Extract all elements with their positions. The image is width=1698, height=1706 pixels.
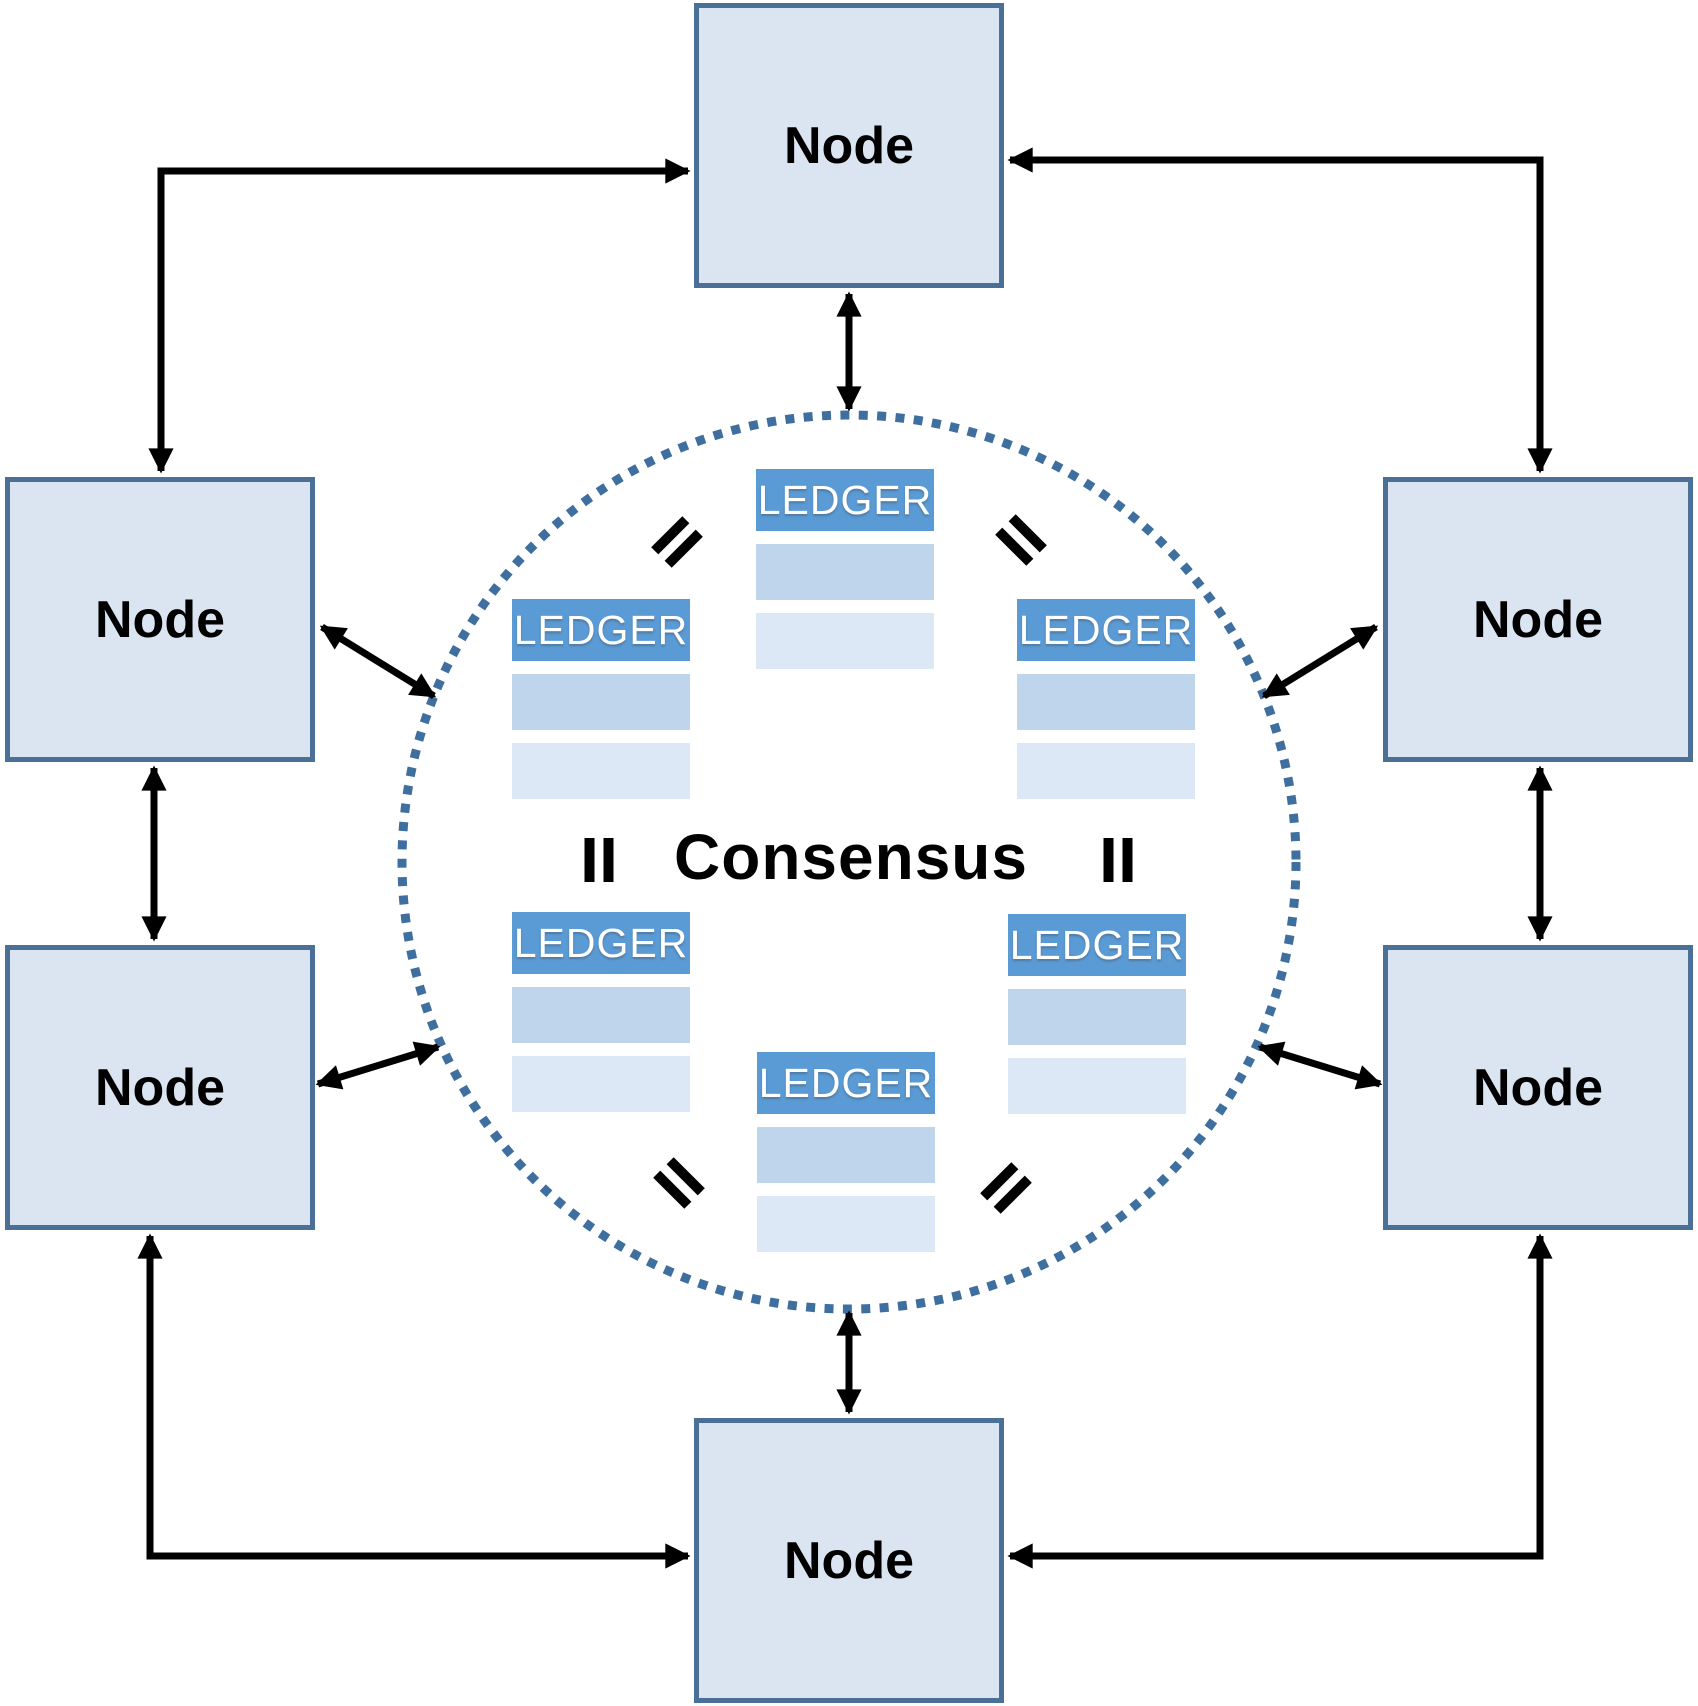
ledger-row [1008,989,1186,1045]
consensus-dotted-circle [397,410,1301,1314]
connector-bottom-right-corner [1007,1233,1553,1569]
node-box-upper-left: Node [5,477,315,762]
ledger-table-upper-left: LEDGER [512,599,690,799]
node-label: Node [95,1058,225,1117]
ledger-row [757,1196,935,1252]
ledger-row [512,1056,690,1112]
connector-top-left-corner [148,158,691,474]
connector-lower-right-node-to-circle [1257,1041,1383,1090]
ledger-row [1008,1058,1186,1114]
ledger-row [756,544,934,600]
connector-top-right-corner [1007,147,1553,474]
equals-icon [584,838,614,882]
ledger-table-lower-right: LEDGER [1008,914,1186,1114]
node-box-upper-right: Node [1383,477,1693,762]
ledger-header: LEDGER [1008,914,1186,976]
ledger-row [1017,674,1195,730]
node-box-lower-right: Node [1383,945,1693,1230]
ledger-row [512,743,690,799]
ledger-header: LEDGER [757,1052,935,1114]
ledger-table-top: LEDGER [756,469,934,669]
connector-upper-left-node-to-circle [319,624,437,699]
ledger-row [512,987,690,1043]
node-label: Node [784,116,914,175]
node-box-lower-left: Node [5,945,315,1230]
connector-upper-right-node-to-circle [1261,624,1379,699]
ledger-row [512,674,690,730]
node-label: Node [95,590,225,649]
node-label: Node [1473,590,1603,649]
ledger-table-upper-right: LEDGER [1017,599,1195,799]
node-label: Node [784,1531,914,1590]
ledger-header: LEDGER [756,469,934,531]
ledger-row [757,1127,935,1183]
ledger-row [756,613,934,669]
ledger-table-bottom: LEDGER [757,1052,935,1252]
ledger-header: LEDGER [512,912,690,974]
connector-bottom-left-corner [137,1233,691,1569]
equals-icon [1103,838,1133,882]
ledger-table-lower-left: LEDGER [512,912,690,1112]
node-box-top: Node [694,3,1004,288]
node-box-bottom: Node [694,1418,1004,1703]
ledger-row [1017,743,1195,799]
connector-lower-left-node-to-circle [315,1041,441,1090]
ledger-header: LEDGER [512,599,690,661]
node-label: Node [1473,1058,1603,1117]
ledger-header: LEDGER [1017,599,1195,661]
consensus-title: Consensus [674,821,1028,893]
